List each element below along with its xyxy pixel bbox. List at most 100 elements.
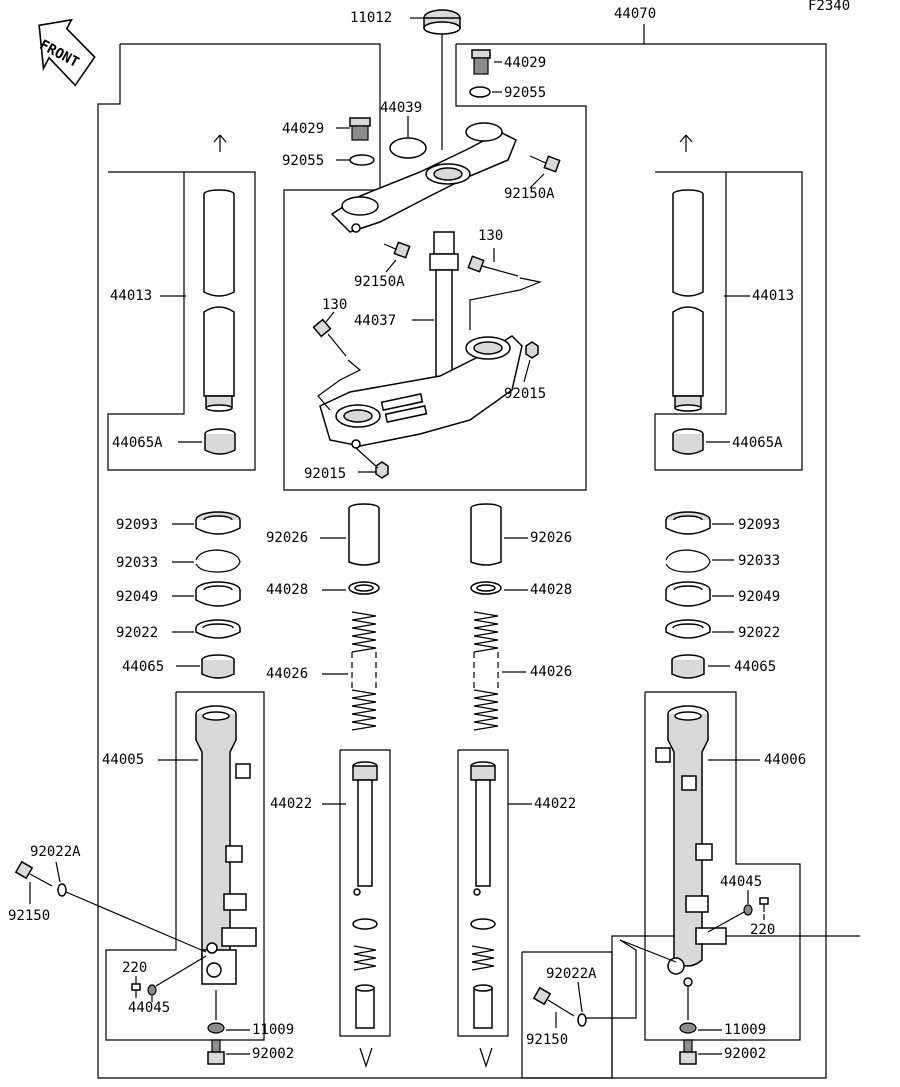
box-right-outer bbox=[644, 691, 801, 1041]
label-92022A-right: 92022A bbox=[546, 966, 597, 982]
label-92033-left: 92033 bbox=[116, 555, 158, 571]
label-92150A-lower: 92150A bbox=[354, 274, 405, 290]
bolt-92002-right bbox=[679, 1039, 697, 1065]
label-44039: 44039 bbox=[380, 100, 422, 116]
bolt-92150-left bbox=[14, 860, 53, 887]
bushing-44065-right bbox=[671, 654, 705, 679]
label-92150-left: 92150 bbox=[8, 908, 50, 924]
oil-seal-92093-left bbox=[195, 511, 241, 535]
circlip-92033-left bbox=[195, 549, 241, 573]
label-11009-left: 11009 bbox=[252, 1022, 294, 1038]
label-92150A-upper: 92150A bbox=[504, 186, 555, 202]
bolt-92150-right bbox=[532, 986, 575, 1017]
figure-code: F2340 bbox=[808, 0, 850, 14]
washer-44045-right bbox=[743, 904, 753, 916]
washer-92022A-right bbox=[577, 1013, 587, 1027]
label-44070: 44070 bbox=[614, 6, 656, 22]
spacer-92026-right bbox=[470, 503, 502, 566]
label-44029-right: 44029 bbox=[504, 55, 546, 71]
label-92033-right: 92033 bbox=[738, 553, 780, 569]
label-92022A-left: 92022A bbox=[30, 844, 81, 860]
upper-bracket-44039 bbox=[330, 122, 517, 233]
label-92022-right: 92022 bbox=[738, 625, 780, 641]
bolt-92150A-lower bbox=[383, 241, 411, 259]
label-44013-left: 44013 bbox=[110, 288, 152, 304]
oring-92022-left bbox=[195, 619, 241, 639]
oil-seal-92093-right bbox=[665, 511, 711, 535]
outer-tube-44005-left bbox=[195, 705, 257, 985]
label-220-right: 220 bbox=[750, 922, 775, 938]
label-92022-left: 92022 bbox=[116, 625, 158, 641]
top-cap-11012 bbox=[410, 9, 461, 150]
label-92015-upper: 92015 bbox=[504, 386, 546, 402]
label-130-upper: 130 bbox=[478, 228, 503, 244]
oring-92055-center bbox=[349, 154, 375, 166]
bushing-44065A-right bbox=[672, 428, 704, 455]
bolt-92150A-upper bbox=[529, 155, 561, 173]
label-92002-right: 92002 bbox=[724, 1046, 766, 1062]
label-92002-left: 92002 bbox=[252, 1046, 294, 1062]
bolt-130-upper bbox=[467, 255, 543, 330]
spring-44026-right bbox=[473, 611, 499, 731]
damper-rod-44022-left bbox=[352, 761, 378, 1029]
screw-220-left bbox=[131, 983, 141, 998]
fork-tube-44013-right bbox=[672, 134, 704, 412]
bolt-44029-right bbox=[471, 49, 491, 75]
label-92055-right: 92055 bbox=[504, 85, 546, 101]
circlip-92033-right bbox=[665, 549, 711, 573]
label-92049-left: 92049 bbox=[116, 589, 158, 605]
label-220-left: 220 bbox=[122, 960, 147, 976]
washer-44045-left bbox=[147, 984, 157, 996]
label-92093-left: 92093 bbox=[116, 517, 158, 533]
label-44045-left: 44045 bbox=[128, 1000, 170, 1016]
label-44022-right: 44022 bbox=[534, 796, 576, 812]
label-44065A-right: 44065A bbox=[732, 435, 783, 451]
box-left-damper bbox=[339, 749, 391, 1037]
assembly-outline-44070 bbox=[97, 24, 860, 1079]
label-44065-left: 44065 bbox=[122, 659, 164, 675]
label-44013-right: 44013 bbox=[752, 288, 794, 304]
label-92093-right: 92093 bbox=[738, 517, 780, 533]
box-right-damper bbox=[457, 749, 509, 1037]
label-44065-right: 44065 bbox=[734, 659, 776, 675]
label-44005: 44005 bbox=[102, 752, 144, 768]
chevron-down-icon bbox=[359, 1047, 373, 1068]
label-44037: 44037 bbox=[354, 313, 396, 329]
washer-44028-left bbox=[348, 581, 380, 595]
label-11009-right: 11009 bbox=[724, 1022, 766, 1038]
bushing-44065-left bbox=[201, 654, 235, 679]
fork-tube-44013-left bbox=[203, 134, 235, 412]
label-130-lower: 130 bbox=[322, 297, 347, 313]
washer-92049-right bbox=[665, 581, 711, 607]
label-92049-right: 92049 bbox=[738, 589, 780, 605]
washer-92022A-left bbox=[57, 883, 67, 897]
label-92026-right: 92026 bbox=[530, 530, 572, 546]
label-92150-right: 92150 bbox=[526, 1032, 568, 1048]
label-44045-right: 44045 bbox=[720, 874, 762, 890]
bushing-44065A-left bbox=[204, 428, 236, 455]
nut-92015-upper bbox=[525, 341, 539, 359]
label-44065A-left: 44065A bbox=[112, 435, 163, 451]
oring-92022-right bbox=[665, 619, 711, 639]
box-left-tube bbox=[107, 171, 256, 471]
label-44022-left: 44022 bbox=[270, 796, 312, 812]
washer-44028-right bbox=[470, 581, 502, 595]
screw-220-right bbox=[759, 897, 769, 912]
spring-44026-left bbox=[351, 611, 377, 731]
label-44029-center: 44029 bbox=[282, 121, 324, 137]
label-11012: 11012 bbox=[350, 10, 392, 26]
label-44028-left: 44028 bbox=[266, 582, 308, 598]
front-arrow-icon: FRONT bbox=[37, 18, 96, 87]
washer-92049-left bbox=[195, 581, 241, 607]
washer-11009-right bbox=[679, 1022, 697, 1034]
label-44026-right: 44026 bbox=[530, 664, 572, 680]
chevron-down-icon bbox=[479, 1047, 493, 1068]
washer-11009-left bbox=[207, 1022, 225, 1034]
label-44028-right: 44028 bbox=[530, 582, 572, 598]
label-92015-lower: 92015 bbox=[304, 466, 346, 482]
label-92055-center: 92055 bbox=[282, 153, 324, 169]
box-right-bolt bbox=[521, 951, 613, 1079]
damper-rod-44022-right bbox=[470, 761, 496, 1029]
box-left-outer bbox=[105, 691, 265, 1041]
